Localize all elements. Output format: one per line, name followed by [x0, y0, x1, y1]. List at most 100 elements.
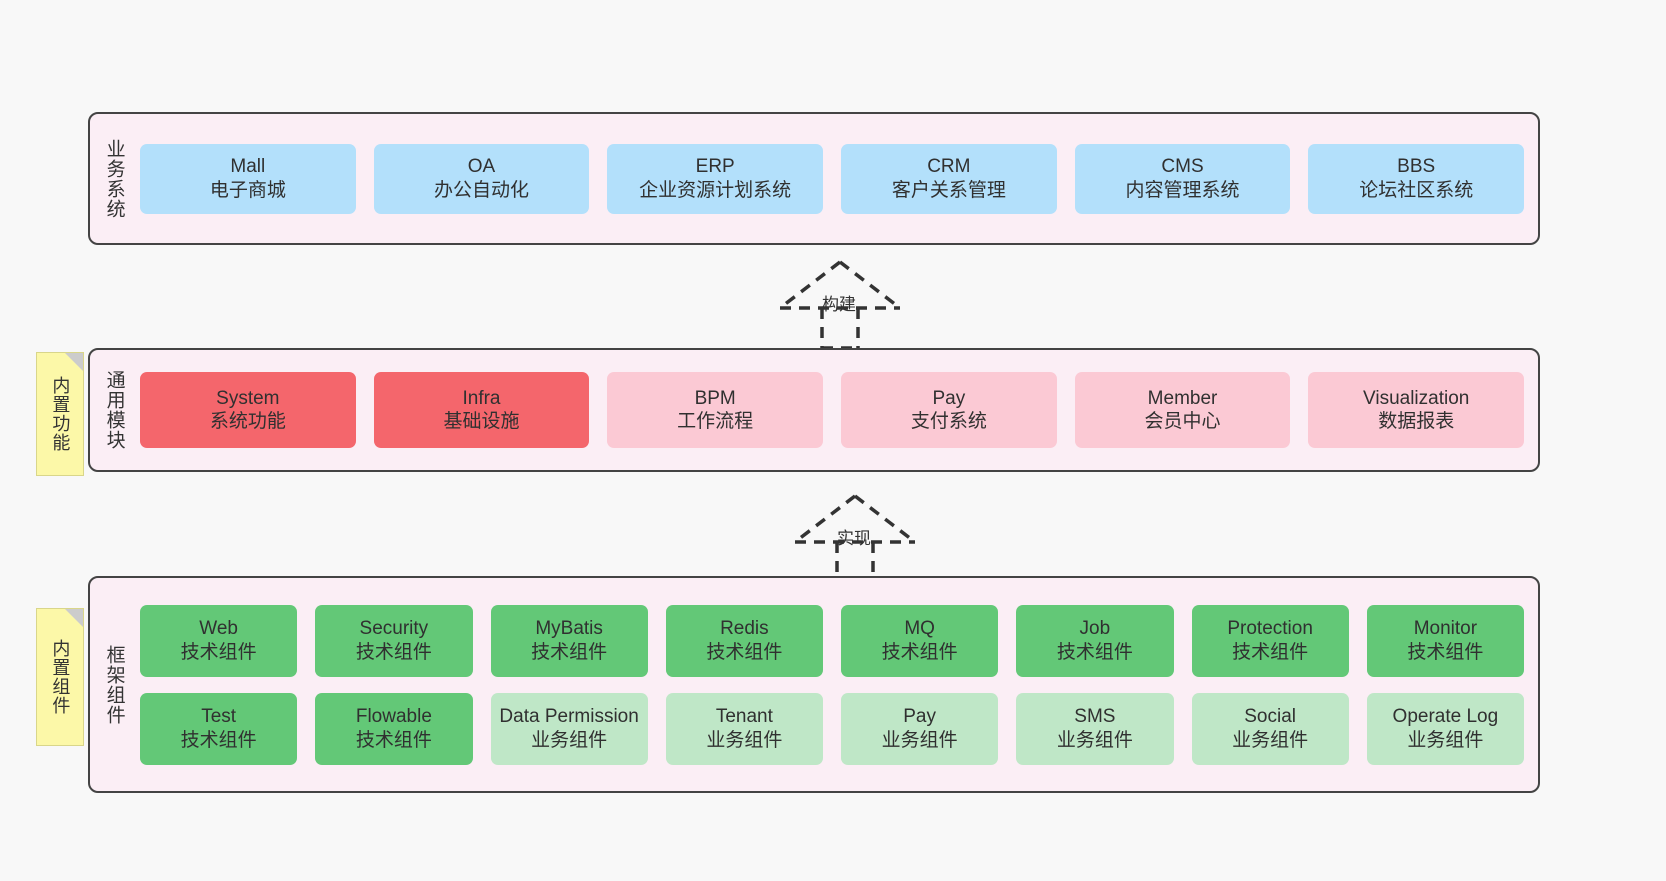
- layer-body-framework: Web 技术组件 Security 技术组件 MyBatis 技术组件 Redi…: [138, 578, 1538, 791]
- node-mybatis[interactable]: MyBatis 技术组件: [490, 604, 648, 677]
- node-subtitle: 业务组件: [531, 729, 608, 751]
- node-flowable[interactable]: Flowable 技术组件: [315, 692, 473, 765]
- node-cms[interactable]: CMS 内容管理系统: [1074, 143, 1291, 214]
- node-data-permission[interactable]: Data Permission 业务组件: [490, 692, 648, 765]
- generalization-arrow-icon: [793, 494, 917, 584]
- node-subtitle: 工作流程: [677, 411, 754, 432]
- connector-label-build: 构建: [822, 295, 856, 314]
- node-web[interactable]: Web 技术组件: [140, 604, 298, 677]
- node-subtitle: 支付系统: [910, 411, 987, 432]
- node-erp[interactable]: ERP 企业资源计划系统: [607, 143, 824, 214]
- note-label: 内置组件: [50, 639, 71, 715]
- node-subtitle: 办公自动化: [434, 179, 530, 201]
- note-builtin-functions: 内置功能: [36, 352, 84, 476]
- node-sms[interactable]: SMS 业务组件: [1016, 692, 1174, 765]
- node-protection[interactable]: Protection 技术组件: [1191, 604, 1349, 677]
- node-subtitle: 企业资源计划系统: [639, 179, 792, 201]
- node-title: Pay: [903, 706, 936, 728]
- node-subtitle: 技术组件: [706, 641, 783, 663]
- node-oa[interactable]: OA 办公自动化: [373, 143, 590, 214]
- layer-title-business: 业务系统: [103, 138, 125, 219]
- layer-title-common: 通用模块: [103, 370, 125, 450]
- node-test[interactable]: Test 技术组件: [140, 692, 298, 765]
- node-title: System: [216, 387, 280, 409]
- framework-row-tech: Web 技术组件 Security 技术组件 MyBatis 技术组件 Redi…: [140, 604, 1524, 677]
- node-tenant[interactable]: Tenant 业务组件: [665, 692, 823, 765]
- node-subtitle: 技术组件: [180, 641, 257, 663]
- node-redis[interactable]: Redis 技术组件: [665, 604, 823, 677]
- node-social[interactable]: Social 业务组件: [1191, 692, 1349, 765]
- node-subtitle: 电子商城: [209, 179, 286, 201]
- node-security[interactable]: Security 技术组件: [315, 604, 473, 677]
- node-mall[interactable]: Mall 电子商城: [140, 143, 356, 214]
- node-title: Test: [201, 706, 237, 728]
- node-mq[interactable]: MQ 技术组件: [841, 604, 999, 677]
- node-title: Security: [359, 618, 429, 640]
- node-subtitle: 基础设施: [443, 411, 520, 432]
- node-visualization[interactable]: Visualization 数据报表: [1308, 372, 1525, 448]
- node-subtitle: 业务组件: [1407, 729, 1484, 751]
- node-title: Monitor: [1413, 618, 1478, 640]
- node-title: Infra: [462, 387, 501, 409]
- node-system[interactable]: System 系统功能: [140, 372, 356, 448]
- node-subtitle: 内容管理系统: [1125, 179, 1240, 201]
- node-subtitle: 客户关系管理: [891, 179, 1006, 201]
- node-title: Social: [1244, 706, 1296, 728]
- node-title: Operate Log: [1392, 706, 1499, 728]
- layer-body-business: Mall 电子商城 OA 办公自动化 ERP 企业资源计划系统 CRM 客户关系…: [138, 114, 1538, 243]
- node-subtitle: 技术组件: [355, 729, 432, 751]
- node-title: Member: [1147, 387, 1218, 409]
- node-subtitle: 业务组件: [706, 729, 783, 751]
- node-title: Tenant: [715, 706, 773, 728]
- node-title: Mall: [230, 156, 266, 178]
- framework-row-business: Test 技术组件 Flowable 技术组件 Data Permission …: [140, 692, 1524, 765]
- node-title: Visualization: [1363, 387, 1470, 409]
- node-subtitle: 系统功能: [209, 411, 286, 432]
- node-monitor[interactable]: Monitor 技术组件: [1366, 604, 1524, 677]
- node-subtitle: 技术组件: [355, 641, 432, 663]
- node-title: Pay: [932, 387, 966, 409]
- layer-title-framework: 框架组件: [103, 644, 125, 725]
- connector-build: 构建: [760, 258, 920, 350]
- node-member[interactable]: Member 会员中心: [1074, 372, 1291, 448]
- node-subtitle: 技术组件: [531, 641, 608, 663]
- node-title: Data Permission: [499, 706, 639, 728]
- node-bbs[interactable]: BBS 论坛社区系统: [1308, 143, 1525, 214]
- node-infra[interactable]: Infra 基础设施: [373, 372, 590, 448]
- node-crm[interactable]: CRM 客户关系管理: [841, 143, 1057, 214]
- node-title: MyBatis: [535, 618, 603, 640]
- node-title: Protection: [1227, 618, 1313, 640]
- node-subtitle: 数据报表: [1378, 411, 1455, 432]
- node-title: ERP: [695, 156, 735, 178]
- node-job[interactable]: Job 技术组件: [1016, 604, 1174, 677]
- business-row: Mall 电子商城 OA 办公自动化 ERP 企业资源计划系统 CRM 客户关系…: [140, 143, 1525, 214]
- node-subtitle: 业务组件: [1056, 729, 1133, 751]
- node-pay[interactable]: Pay 支付系统: [841, 372, 1057, 448]
- node-title: BBS: [1397, 156, 1436, 178]
- node-bpm[interactable]: BPM 工作流程: [607, 372, 824, 448]
- note-label: 内置功能: [50, 376, 71, 452]
- layer-body-common: System 系统功能 Infra 基础设施 BPM 工作流程 Pay 支付系统…: [138, 350, 1538, 470]
- node-subtitle: 技术组件: [180, 729, 257, 751]
- node-subtitle: 论坛社区系统: [1359, 179, 1474, 201]
- node-subtitle: 技术组件: [881, 641, 958, 663]
- node-title: CRM: [927, 156, 971, 178]
- node-title: Redis: [720, 618, 769, 640]
- node-title: Job: [1079, 618, 1111, 640]
- node-subtitle: 技术组件: [1407, 641, 1484, 663]
- node-title: MQ: [904, 618, 935, 640]
- node-subtitle: 技术组件: [1232, 641, 1309, 663]
- common-row: System 系统功能 Infra 基础设施 BPM 工作流程 Pay 支付系统…: [140, 372, 1525, 448]
- node-title: OA: [467, 156, 496, 178]
- node-subtitle: 业务组件: [1232, 729, 1309, 751]
- node-title: SMS: [1074, 706, 1116, 728]
- note-builtin-components: 内置组件: [36, 608, 84, 746]
- node-subtitle: 业务组件: [881, 729, 958, 751]
- node-pay-component[interactable]: Pay 业务组件: [841, 692, 999, 765]
- layer-common-modules: 通用模块 System 系统功能 Infra 基础设施 BPM 工作流程 Pay…: [88, 348, 1540, 472]
- node-title: CMS: [1161, 156, 1204, 178]
- node-operate-log[interactable]: Operate Log 业务组件: [1366, 692, 1524, 765]
- node-subtitle: 技术组件: [1056, 641, 1133, 663]
- layer-business-systems: 业务系统 Mall 电子商城 OA 办公自动化 ERP 企业资源计划系统 CRM…: [88, 112, 1540, 245]
